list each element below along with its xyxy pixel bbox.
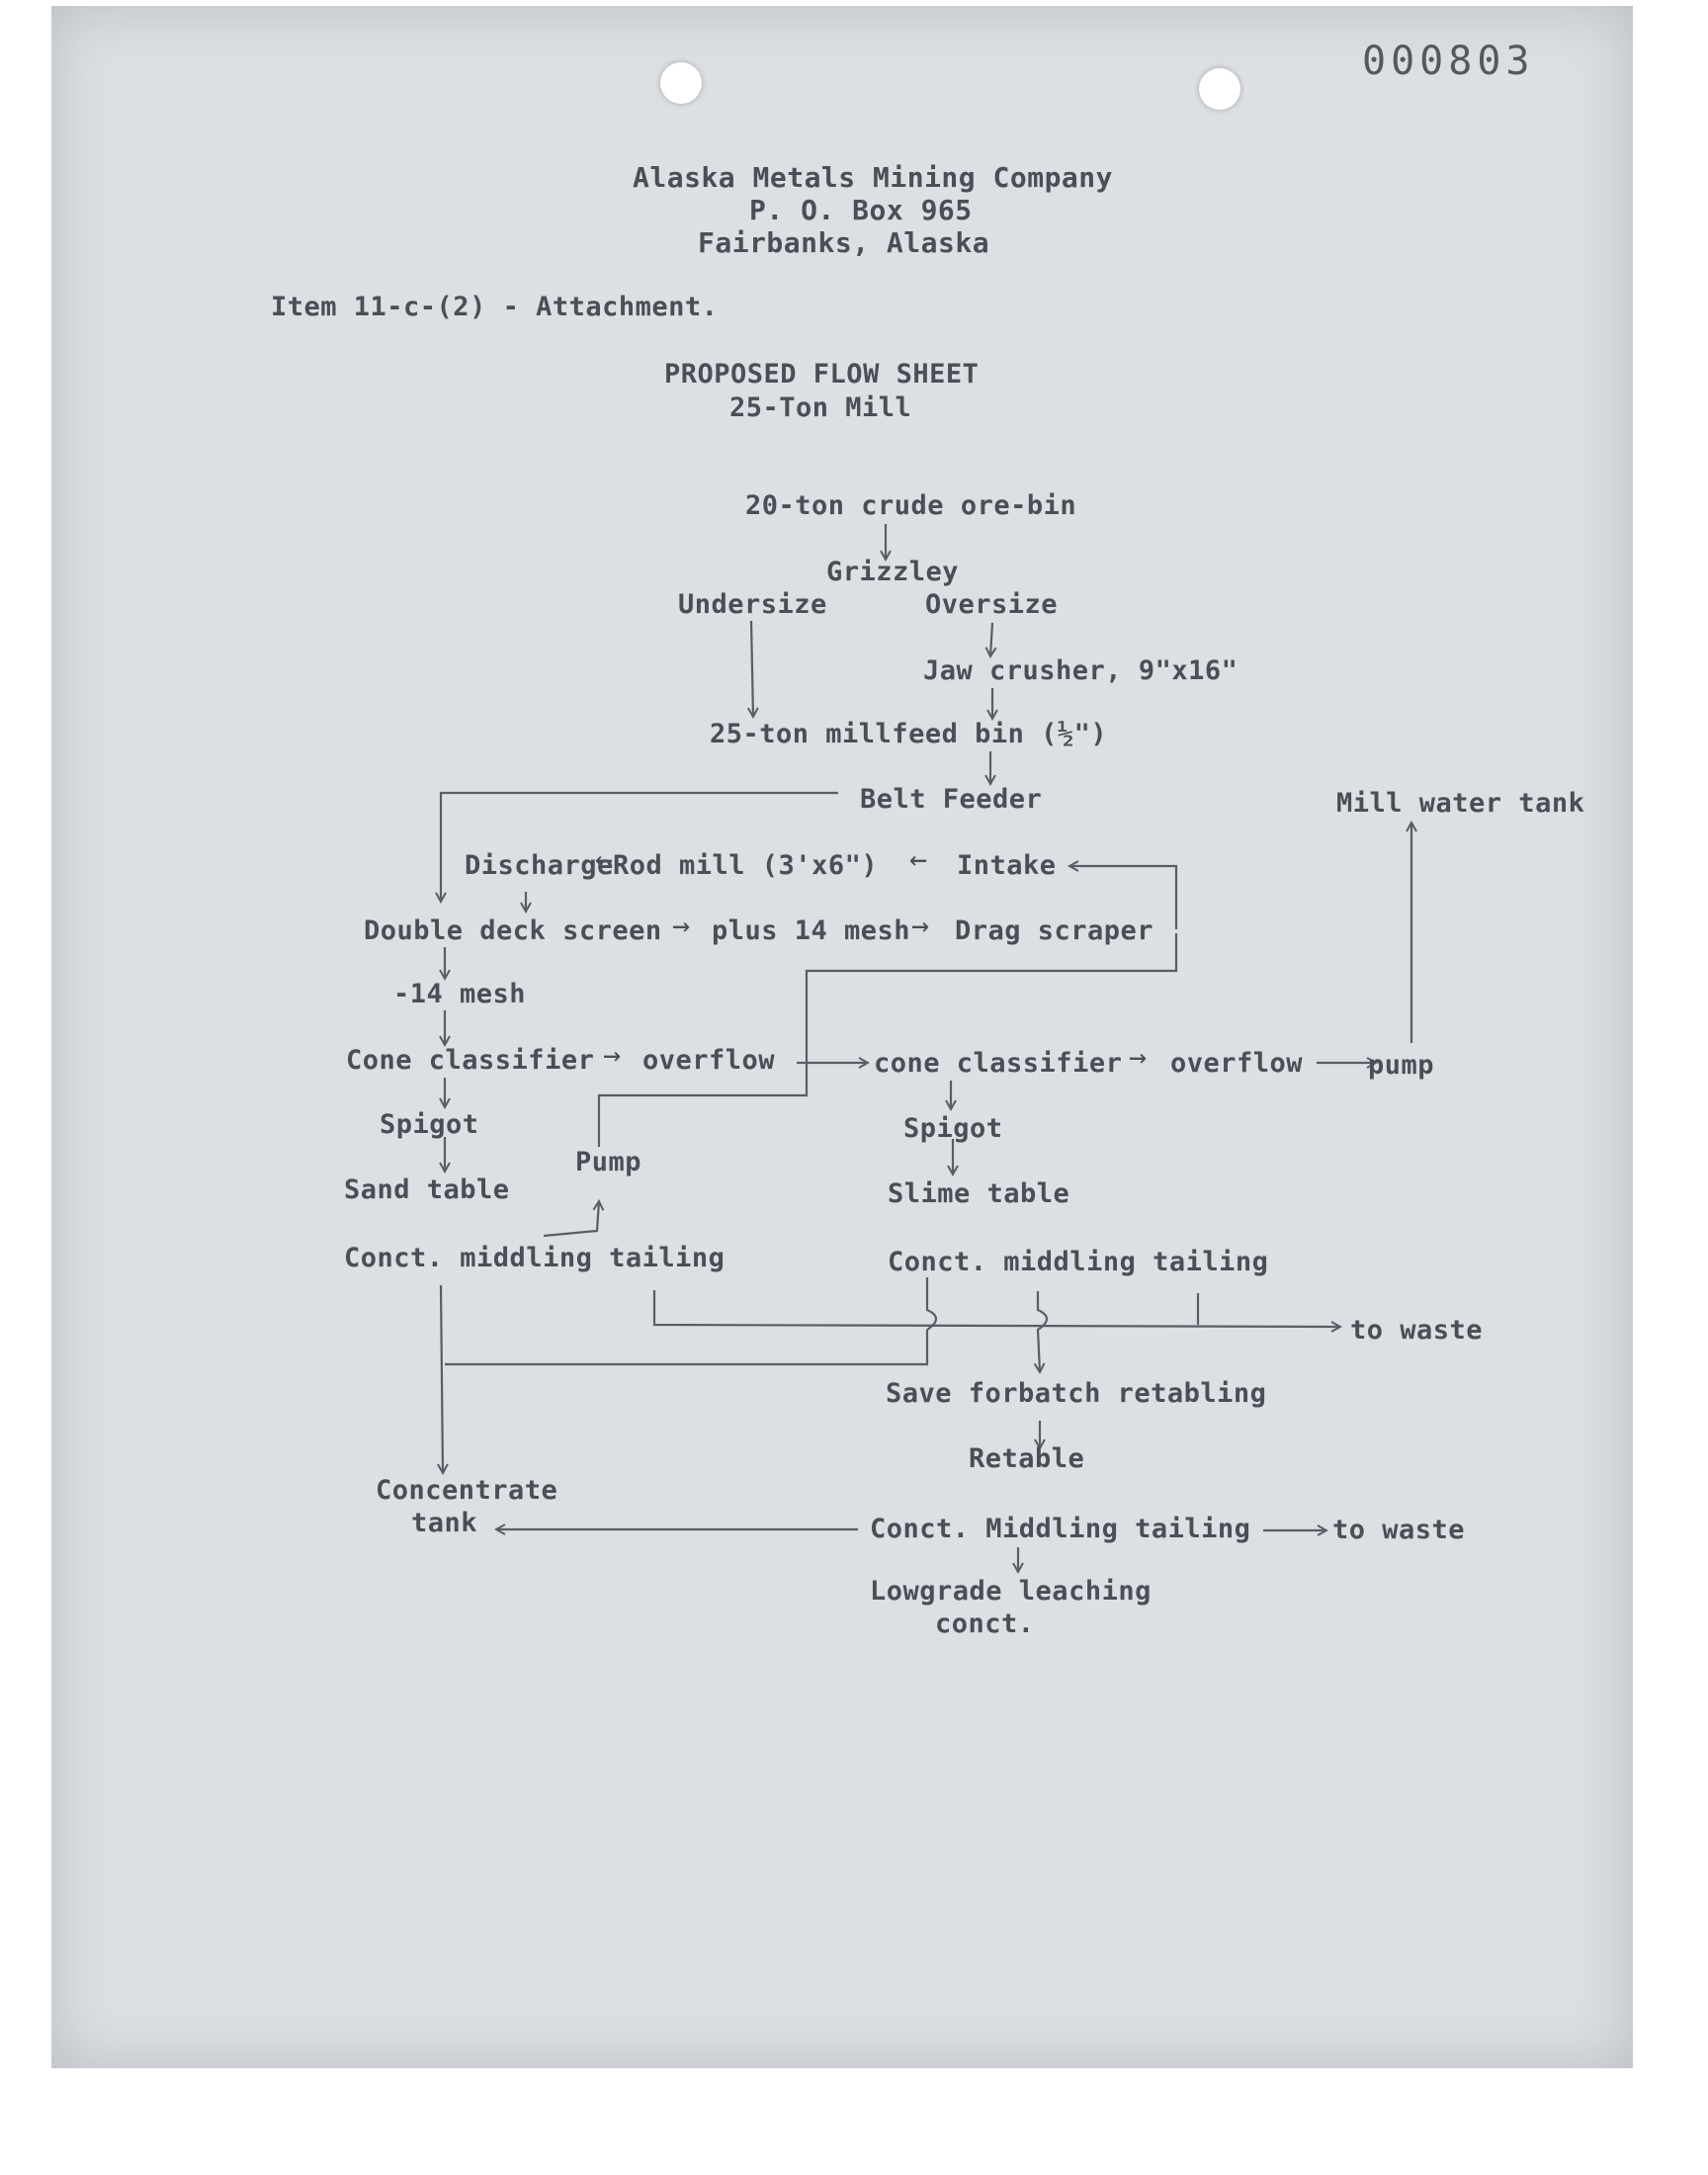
item-reference: Item 11-c-(2) - Attachment.	[271, 292, 719, 322]
arrow-intake-rodmill: ←	[909, 842, 928, 877]
node-ore-bin: 20-ton crude ore-bin	[745, 490, 1077, 521]
node-concentrate-tank-line2: tank	[411, 1508, 478, 1538]
punch-hole-left	[660, 62, 702, 104]
node-plus-14-mesh: plus 14 mesh	[712, 915, 911, 946]
document-sheet	[51, 6, 1633, 2068]
node-lowgrade-line2: conct.	[935, 1609, 1035, 1639]
line-sandmiddling-batch	[445, 1330, 929, 1366]
arrow-sandconc-tank	[441, 1284, 443, 1473]
company-city: Fairbanks, Alaska	[698, 226, 990, 259]
arrow-slimemiddling-batch	[1038, 1291, 1049, 1372]
node-sand-table: Sand table	[344, 1174, 510, 1205]
node-cone-classifier-2: cone classifier	[874, 1048, 1123, 1079]
arrow-rodmill-discharge: ←	[595, 842, 614, 877]
arrow-screen-plus14: →	[672, 909, 691, 943]
node-to-waste-1: to waste	[1350, 1315, 1484, 1346]
node-slime-table: Slime table	[888, 1178, 1070, 1209]
node-jaw-crusher: Jaw crusher, 9"x16"	[923, 655, 1238, 686]
node-grizzley: Grizzley	[826, 557, 960, 587]
line-pump-return	[543, 1201, 599, 1238]
node-sand-products: Conct. middling tailing	[344, 1243, 726, 1273]
line-slimeconc-bridge	[925, 1277, 938, 1331]
node-rod-mill: Rod mill (3'x6")	[613, 850, 879, 881]
node-lowgrade-line1: Lowgrade leaching	[870, 1576, 1152, 1607]
flow-sheet-title: PROPOSED FLOW SHEET	[664, 359, 980, 390]
arrow-tailings-waste	[652, 1290, 1340, 1327]
line-pump-classifier2	[597, 933, 1178, 1147]
node-undersize: Undersize	[678, 589, 827, 620]
arrow-classifier2-overflow: →	[1129, 1040, 1148, 1075]
node-drag-scraper: Drag scraper	[955, 915, 1154, 946]
node-minus-14-mesh: -14 mesh	[393, 979, 527, 1009]
arrow-oversize-crusher	[990, 622, 992, 656]
node-millfeed-bin: 25-ton millfeed bin (½")	[710, 719, 1108, 749]
company-name: Alaska Metals Mining Company	[633, 161, 1114, 194]
node-cone-classifier-1: Cone classifier	[346, 1045, 595, 1076]
node-slime-products: Conct. middling tailing	[888, 1247, 1269, 1277]
node-retable-products: Conct. Middling tailing	[870, 1514, 1251, 1544]
node-oversize: Oversize	[925, 589, 1059, 620]
node-save-batch: Save forbatch retabling	[886, 1378, 1267, 1409]
node-belt-feeder: Belt Feeder	[860, 784, 1043, 815]
line-feeder-screen	[441, 791, 838, 902]
node-pump-right: pump	[1368, 1050, 1435, 1081]
node-concentrate-tank-line1: Concentrate	[376, 1475, 558, 1506]
node-pump-left: Pump	[575, 1147, 642, 1177]
flow-sheet-subtitle: 25-Ton Mill	[729, 392, 912, 423]
document-number: 000803	[1362, 39, 1535, 84]
line-scraper-intake	[1069, 866, 1178, 929]
arrow-classifier1-overflow: →	[603, 1038, 622, 1073]
node-overflow-1: overflow	[642, 1045, 776, 1076]
node-discharge: Discharge	[465, 850, 614, 881]
node-spigot-1: Spigot	[380, 1109, 479, 1140]
arrow-undersize-bin	[751, 620, 753, 717]
node-intake: Intake	[957, 850, 1057, 881]
node-retable: Retable	[969, 1443, 1085, 1474]
arrow-plus14-scraper: →	[911, 909, 930, 943]
node-to-waste-2: to waste	[1332, 1515, 1466, 1545]
node-double-deck-screen: Double deck screen	[364, 915, 662, 946]
punch-hole-right	[1199, 68, 1240, 110]
node-overflow-2: overflow	[1170, 1048, 1304, 1079]
node-mill-water-tank: Mill water tank	[1336, 788, 1585, 819]
node-spigot-2: Spigot	[903, 1113, 1003, 1144]
company-address: P. O. Box 965	[749, 194, 973, 226]
